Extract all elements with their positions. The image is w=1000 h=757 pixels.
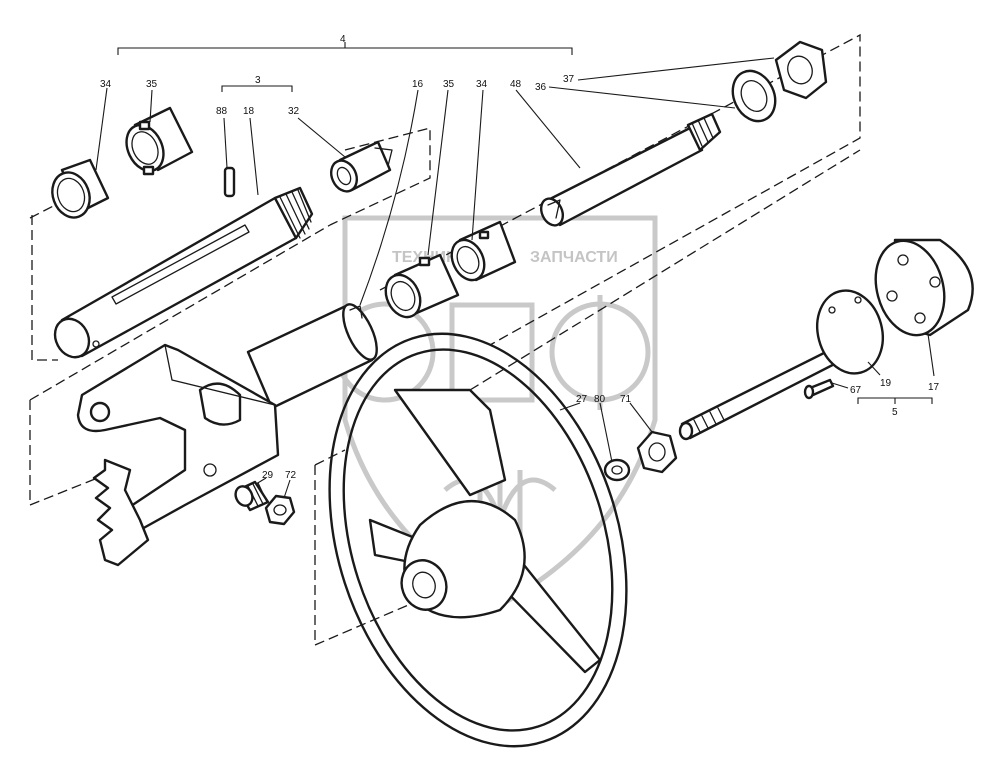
label-35-center: 35 (443, 79, 455, 90)
shaft-18 (53, 117, 314, 359)
column-tube-16 (246, 89, 419, 410)
label-35-left: 35 (146, 79, 158, 90)
label-16: 16 (412, 79, 424, 90)
label-36: 36 (535, 82, 547, 93)
label-34-center: 34 (476, 79, 488, 90)
label-5: 5 (892, 407, 898, 418)
sleeve-32 (297, 117, 393, 193)
splined-shaft-48 (515, 89, 722, 227)
label-32: 32 (288, 106, 300, 117)
lock-washer-80 (599, 402, 631, 482)
part-labels: 4 34 35 3 88 18 32 16 35 34 48 36 37 27 … (100, 34, 940, 481)
screw-67 (803, 378, 849, 400)
steering-wheel-27 (328, 332, 628, 748)
bushing-34-left (51, 87, 110, 219)
hub-cap-17 (874, 238, 974, 377)
nut-37 (577, 40, 828, 100)
bushing-35-left (125, 89, 194, 176)
label-48: 48 (510, 79, 522, 90)
label-71: 71 (620, 394, 632, 405)
bushing-35-center (384, 89, 460, 319)
group-brackets (117, 42, 933, 404)
label-29: 29 (262, 470, 274, 481)
label-3: 3 (255, 75, 261, 86)
label-67: 67 (850, 385, 862, 396)
label-19: 19 (880, 378, 892, 389)
label-34-left: 34 (100, 79, 112, 90)
nut-71 (629, 402, 678, 474)
label-88: 88 (216, 106, 228, 117)
label-27: 27 (576, 394, 588, 405)
bushing-34-center (450, 89, 517, 282)
set-screw-29 (234, 477, 270, 512)
plate-rod-19 (678, 289, 884, 441)
label-72: 72 (285, 470, 297, 481)
nut-72 (264, 479, 296, 526)
label-18: 18 (243, 106, 255, 117)
label-37: 37 (563, 74, 575, 85)
label-17: 17 (928, 382, 940, 393)
pin-88 (223, 117, 236, 198)
watermark-text-right: ЗАПЧАСТИ (530, 249, 618, 266)
washer-36 (548, 69, 777, 123)
yoke-bracket (76, 343, 280, 567)
label-80: 80 (594, 394, 606, 405)
label-4: 4 (340, 34, 346, 45)
